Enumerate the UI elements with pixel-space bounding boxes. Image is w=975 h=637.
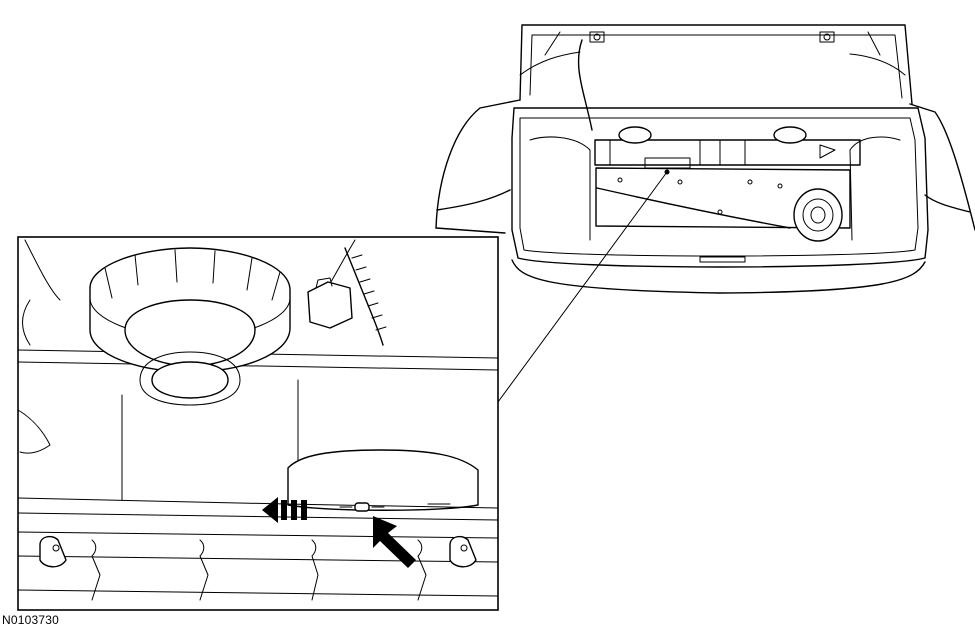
direction-arrow-icon	[262, 497, 307, 523]
detail-view	[17, 236, 499, 611]
vehicle-rear-view	[435, 24, 975, 294]
retaining-clip	[354, 502, 370, 512]
leader-line	[497, 171, 668, 403]
pointer-arrow-icon	[373, 516, 416, 568]
wiring-connector	[307, 247, 387, 346]
subwoofer-speaker	[89, 247, 291, 406]
figure-id-label: N0103730	[2, 613, 59, 627]
